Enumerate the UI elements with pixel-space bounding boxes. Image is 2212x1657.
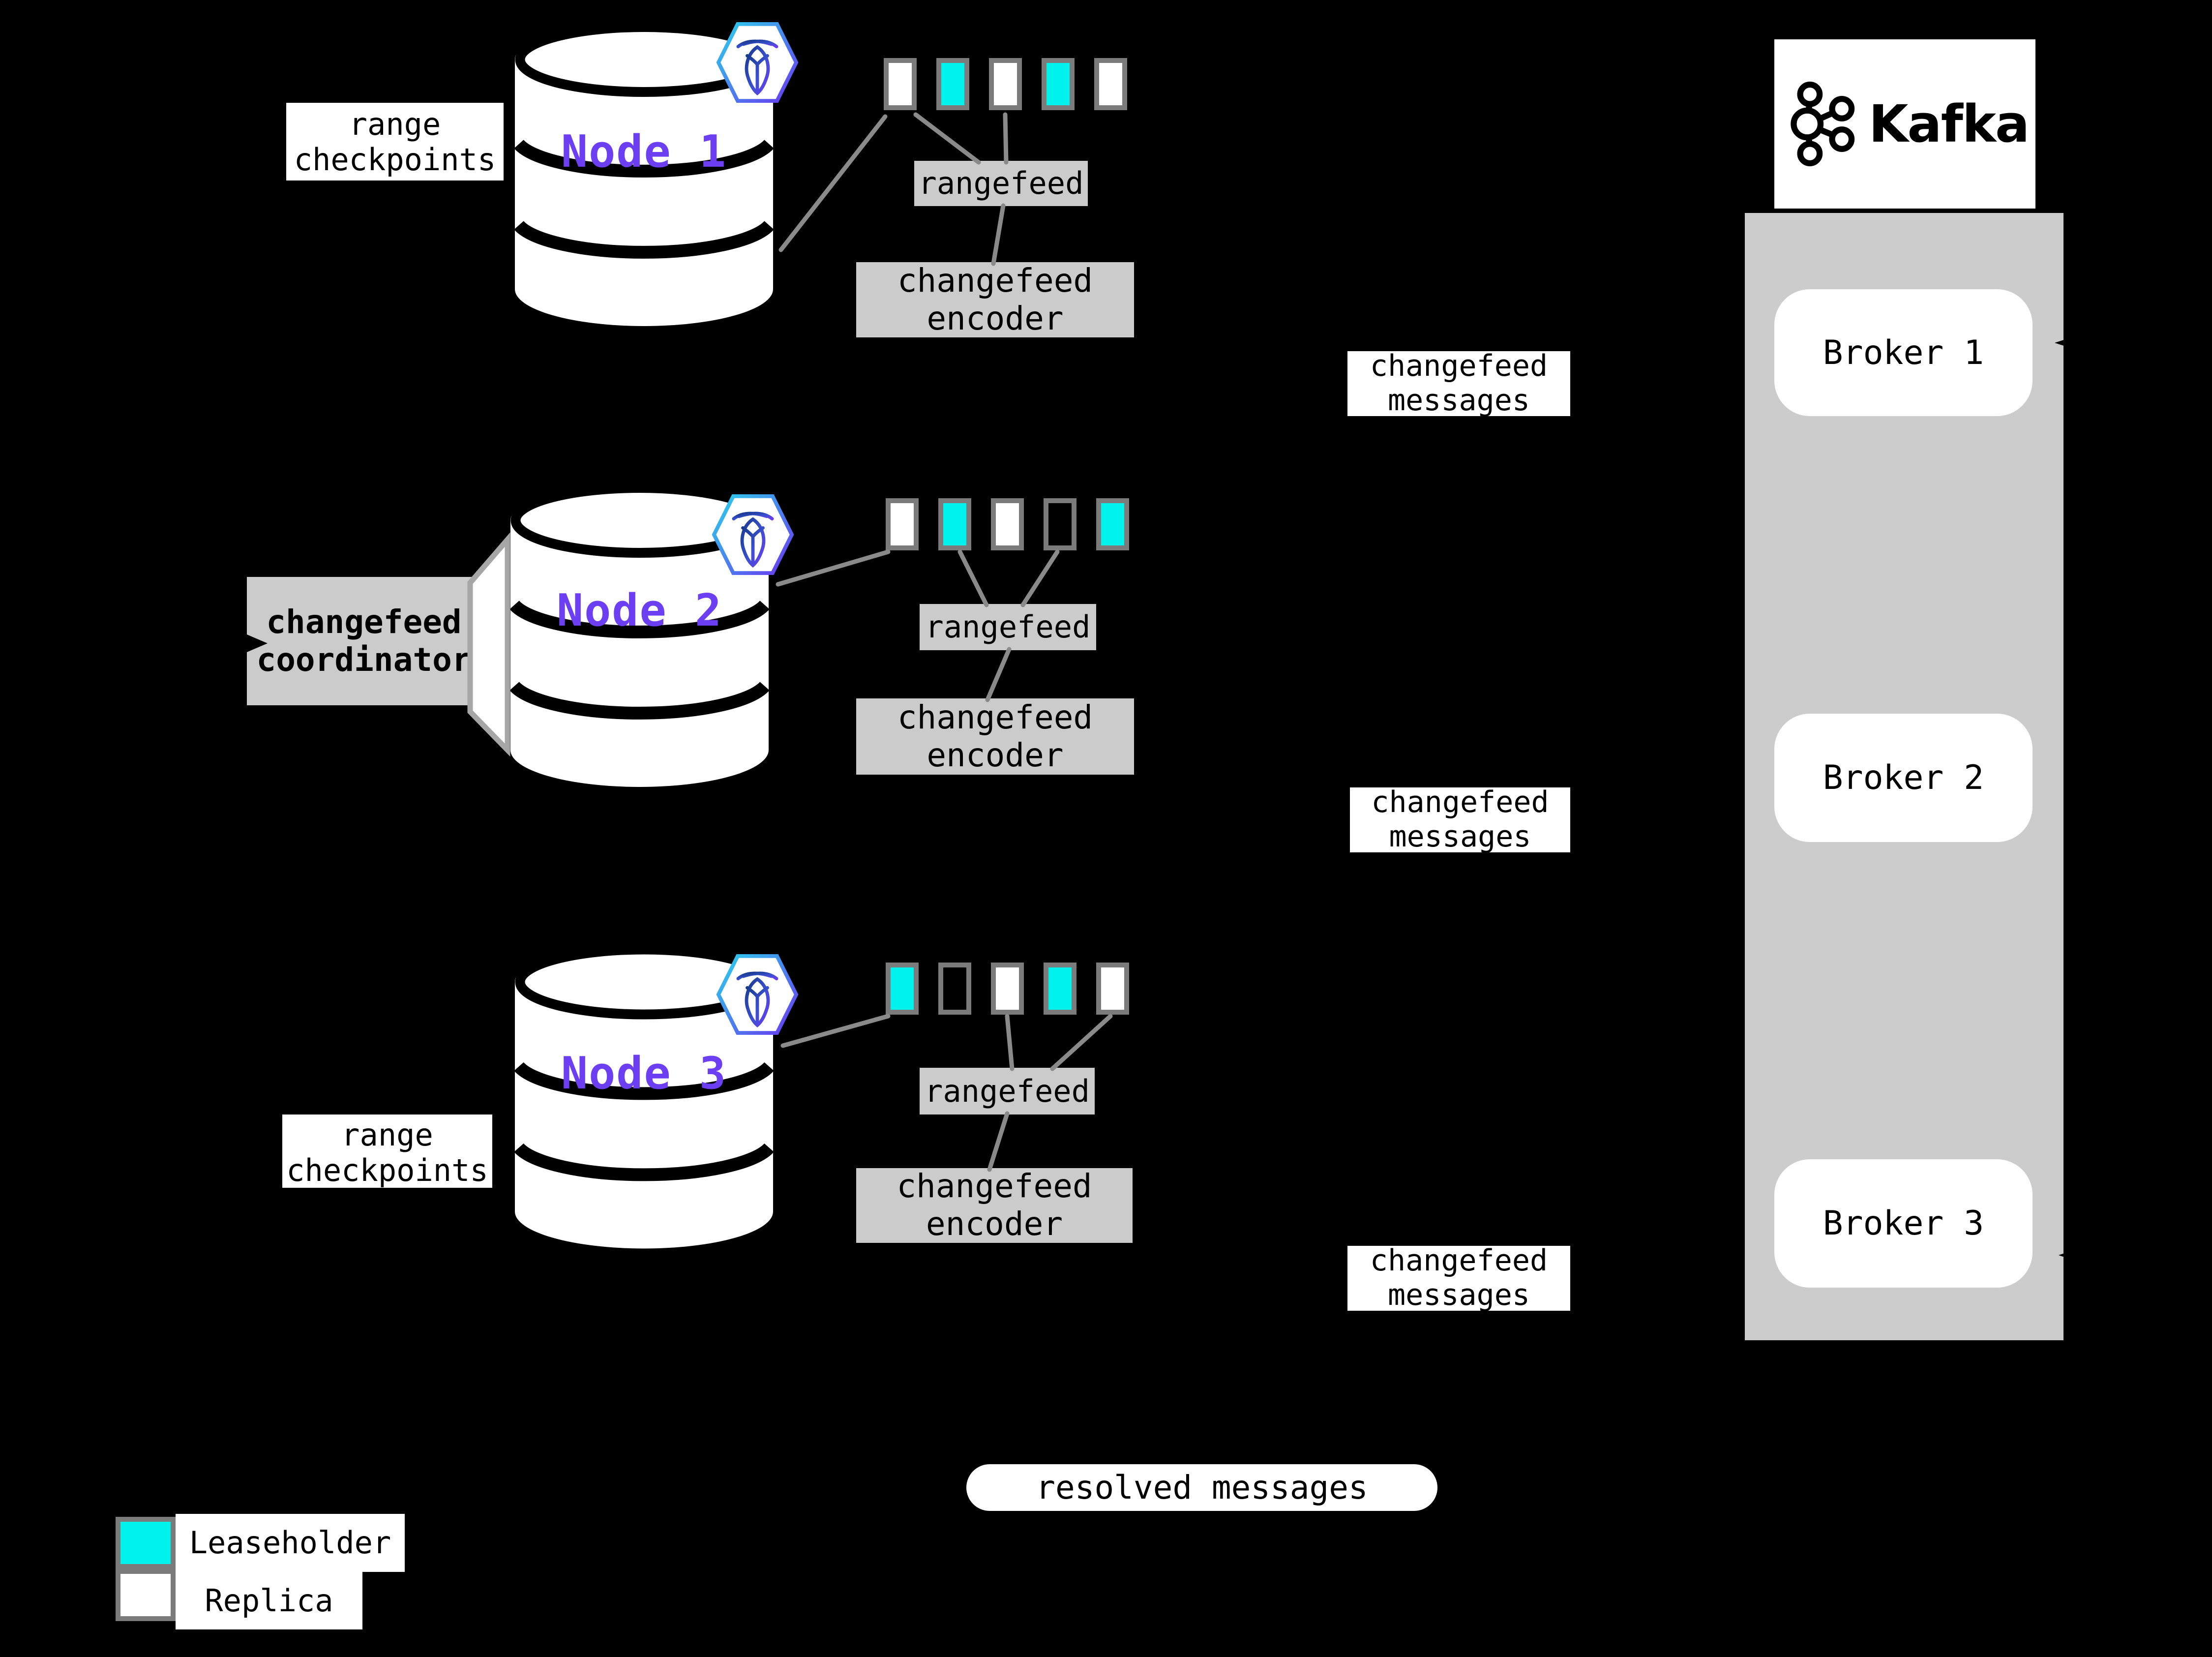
range-cell (886, 498, 919, 550)
resolved-messages-label: resolved messages (966, 1464, 1437, 1511)
range-cell (1094, 58, 1127, 110)
range-cell (938, 963, 971, 1015)
changefeed-messages-label: changefeed messages (1350, 785, 1570, 854)
legend-replica-label: Replica (176, 1572, 362, 1629)
range-checkpoints-label: range checkpoints (286, 103, 504, 181)
database-cylinder-node1 (514, 22, 774, 327)
range-cell (1044, 963, 1076, 1015)
legend-leaseholder-label: Leaseholder (176, 1514, 405, 1572)
node3-title: Node 3 (561, 1048, 727, 1099)
kafka-title: Kafka (1868, 94, 2030, 154)
range-cell (991, 498, 1024, 550)
kafka-logo: Kafka (1774, 39, 2035, 209)
changefeed-coordinator-label: changefeed coordinator (247, 577, 481, 705)
broker-3: Broker 3 (1774, 1159, 2033, 1288)
kafka-icon (1791, 81, 1854, 167)
range-cell (1096, 498, 1129, 550)
changefeed-messages-label: changefeed messages (1347, 1244, 1570, 1312)
changefeed-messages-label: changefeed messages (1347, 349, 1570, 418)
range-cell (1042, 58, 1075, 110)
range-checkpoints-label: range checkpoints (282, 1115, 492, 1188)
range-cell (991, 963, 1024, 1015)
cockroachdb-node-icon (716, 954, 799, 1035)
cockroachdb-node-icon (712, 494, 794, 575)
range-cell (1096, 963, 1129, 1015)
range-cell (886, 963, 919, 1015)
broker-1: Broker 1 (1774, 289, 2033, 416)
changefeed-encoder-label: changefeed encoder (856, 1168, 1133, 1243)
changefeed-encoder-label: changefeed encoder (856, 698, 1134, 775)
changefeed-encoder-label: changefeed encoder (856, 262, 1134, 337)
rangefeed-label: rangefeed (920, 604, 1096, 650)
rangefeed-label: rangefeed (914, 161, 1088, 206)
rangefeed-label: rangefeed (920, 1068, 1095, 1115)
node1-title: Node 1 (561, 126, 727, 178)
cockroachdb-node-icon (716, 22, 799, 103)
database-cylinder-node2 (509, 483, 770, 787)
range-cell (884, 58, 917, 110)
broker-2: Broker 2 (1774, 714, 2033, 842)
range-cell (936, 58, 969, 110)
range-cell (938, 498, 971, 550)
range-cell (1044, 498, 1076, 550)
legend-leaseholder-swatch (116, 1517, 176, 1569)
range-cell (989, 58, 1022, 110)
node2-title: Node 2 (556, 585, 723, 636)
legend-replica-swatch (116, 1569, 176, 1621)
database-cylinder-node3 (514, 944, 774, 1249)
